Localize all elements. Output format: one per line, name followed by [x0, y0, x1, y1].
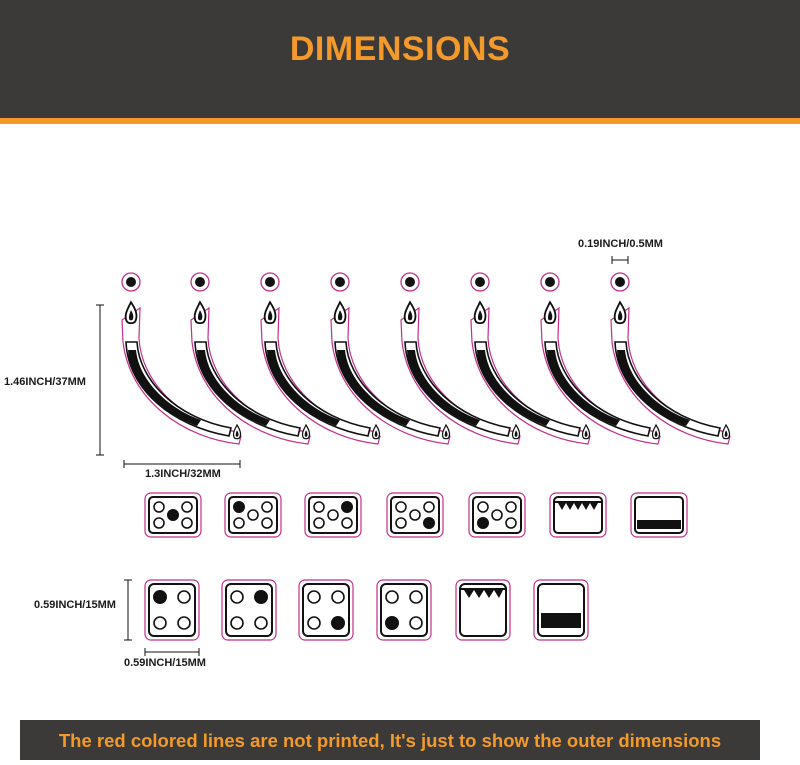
- header-accent-stripe: [0, 118, 800, 124]
- dice-4-dot-bottom-left-icon: [376, 579, 432, 641]
- footer-note-bar: The red colored lines are not printed, I…: [20, 720, 760, 760]
- oven-grill-icon: [549, 492, 607, 538]
- dice-4-dot-bottom-right-icon: [298, 579, 354, 641]
- dice-4-dot-top-left-icon: [144, 579, 200, 641]
- page-title: DIMENSIONS: [289, 30, 511, 68]
- oven-bottom-heat-icon: [630, 492, 688, 538]
- dice-5-dot-center-icon: [144, 492, 202, 538]
- icon-row-2: [144, 579, 589, 641]
- candle-arc-row: [122, 273, 730, 444]
- footer-note: The red colored lines are not printed, I…: [58, 730, 722, 751]
- candle-arc-4: [331, 273, 450, 444]
- dice-5-dot-top-left-icon: [224, 492, 282, 538]
- arc-height-label: 1.46INCH/37MM: [4, 376, 86, 388]
- oven-grill-icon: [455, 579, 511, 641]
- dice-4-dot-top-right-icon: [221, 579, 277, 641]
- header-bar: [0, 0, 800, 118]
- candle-arc-2: [191, 273, 310, 444]
- dice-5-dot-bottom-left-icon: [468, 492, 526, 538]
- candle-arc-8: [611, 273, 730, 444]
- candle-arc-3: [261, 273, 380, 444]
- dice-5-dot-bottom-right-icon: [386, 492, 444, 538]
- dot-diameter-label: 0.19INCH/0.5MM: [578, 238, 663, 250]
- icon-row-1: [144, 492, 688, 538]
- candle-arc-5: [401, 273, 520, 444]
- candle-arc-7: [541, 273, 660, 444]
- dimension-lines: [96, 256, 629, 656]
- icon-width-label: 0.59INCH/15MM: [124, 657, 206, 669]
- arc-width-label: 1.3INCH/32MM: [145, 468, 221, 480]
- candle-arc-6: [471, 273, 590, 444]
- oven-bottom-heat-icon: [533, 579, 589, 641]
- dice-5-dot-top-right-icon: [304, 492, 362, 538]
- icon-height-label: 0.59INCH/15MM: [34, 599, 116, 611]
- candle-arc-1: [122, 273, 241, 444]
